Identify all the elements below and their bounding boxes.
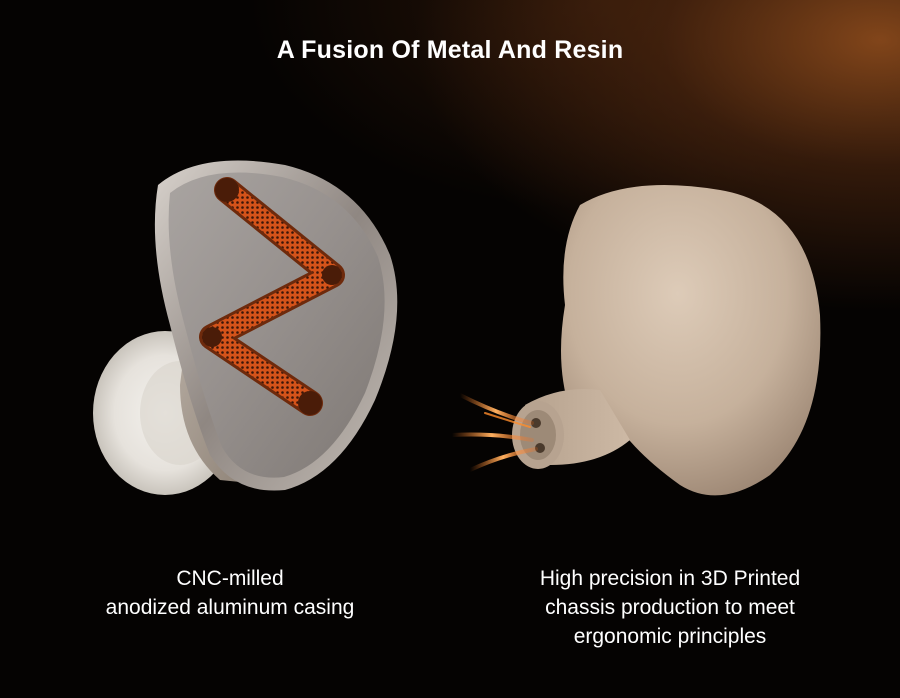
right-caption: High precision in 3D Printed chassis pro… [470,564,870,651]
metal-earpiece-image [93,160,398,495]
right-caption-line-2: chassis production to meet [545,596,795,619]
sound-waves-icon [450,393,538,472]
left-caption-line-1: CNC-milled [176,567,284,590]
left-caption: CNC-milled anodized aluminum casing [40,564,420,622]
faceplate [168,172,385,478]
resin-shell [561,185,821,496]
page-title: A Fusion Of Metal And Resin [276,36,624,64]
right-caption-line-3: ergonomic principles [573,625,767,648]
resin-earpiece-image [450,185,821,496]
left-caption-line-2: anodized aluminum casing [105,596,355,619]
zigzag-logo-icon [199,177,345,416]
right-caption-line-1: High precision in 3D Printed [539,567,801,590]
